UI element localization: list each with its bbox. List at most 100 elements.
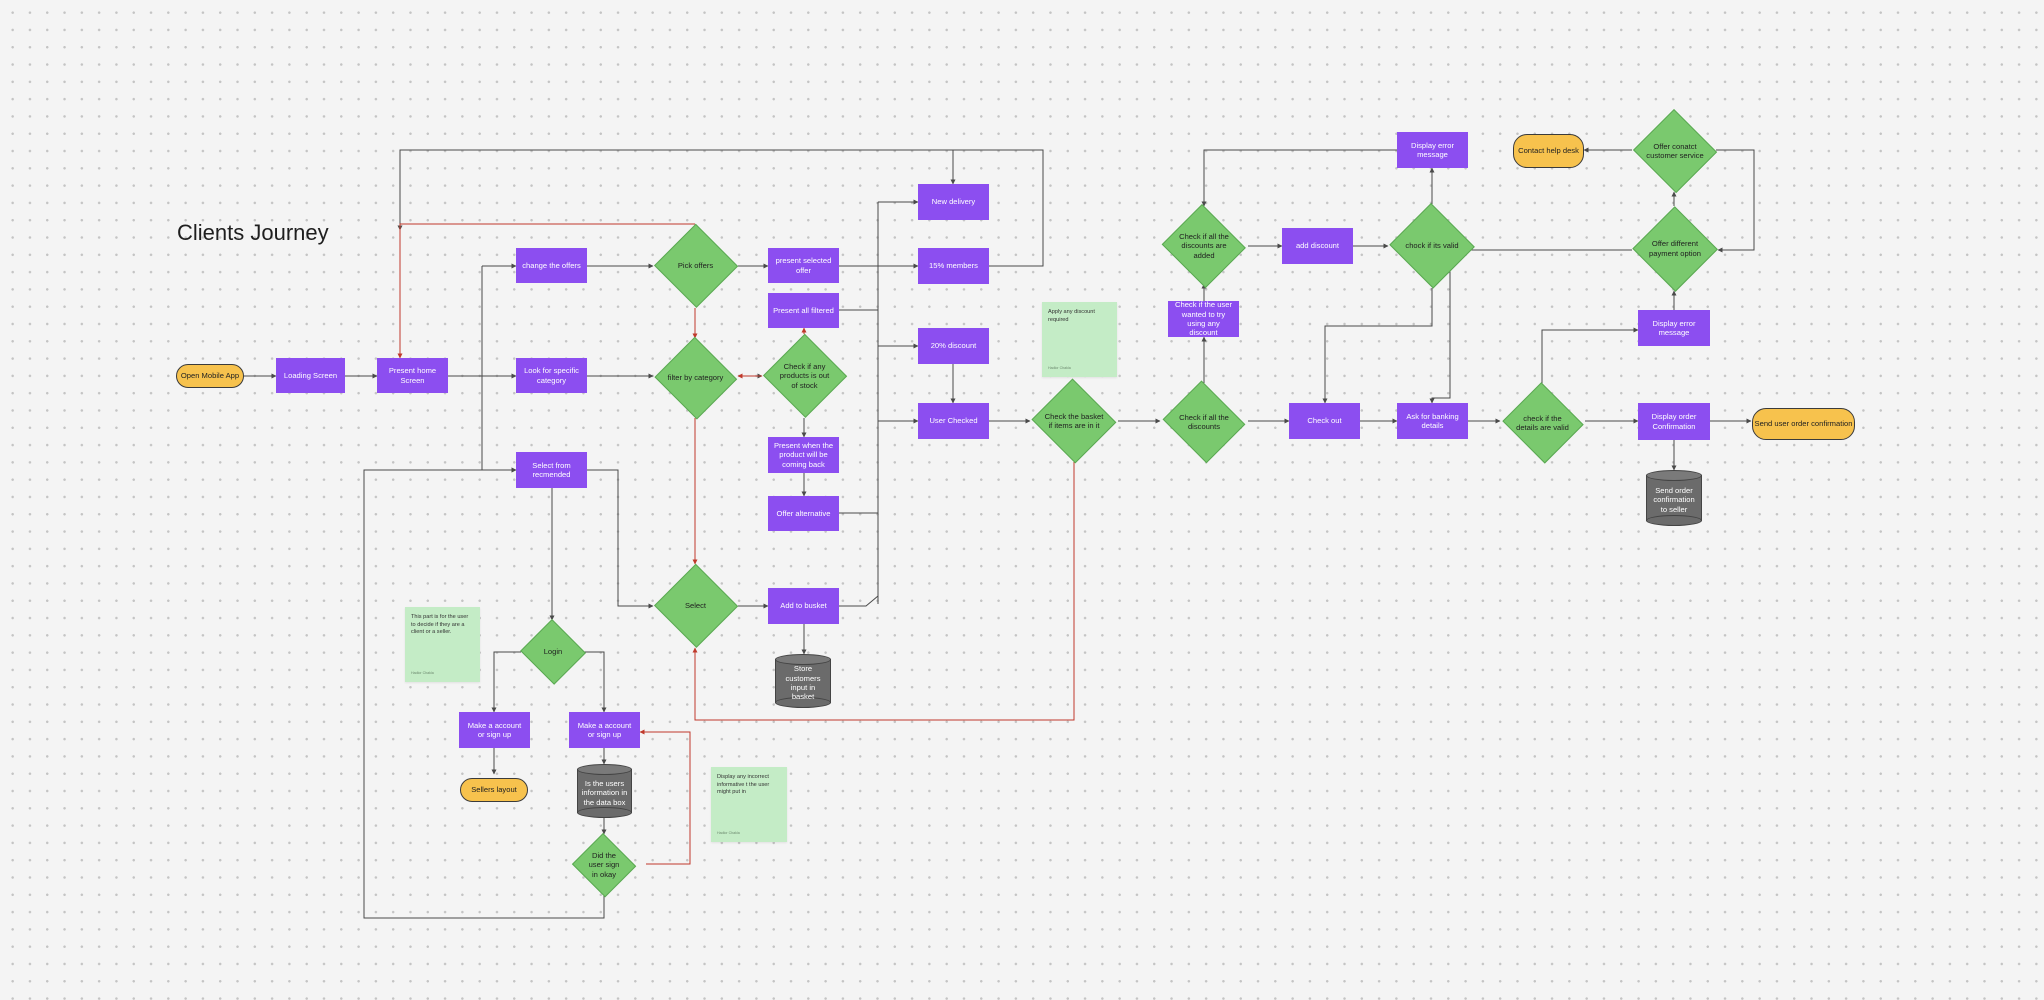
offer-alternative-label: Offer alternative [776,508,831,518]
send-confirmation-database[interactable]: Send order confirmation to seller [1646,470,1702,526]
discount20-node[interactable]: 20% discount [918,328,989,364]
select-recommended-node[interactable]: Select from recmended [516,452,587,488]
add-discount-label: add discount [1295,241,1340,251]
ask-banking-label: Ask for banking details [1406,411,1459,430]
seller-note-text: This part is for the user to decide if t… [411,614,469,636]
sellers-layout-terminal[interactable]: Sellers layout [460,778,528,802]
select-label: Select [684,601,707,611]
pick-offers-label: Pick offers [677,261,714,271]
check-discounts-top-decision[interactable]: Check if all the discounts are added [1160,206,1248,286]
did-sign-in-decision[interactable]: Did the user sign in okay [571,834,637,896]
out-of-stock-decision[interactable]: Check if any products is out of stock [762,334,847,418]
send-user-confirmation-terminal[interactable]: Send user order confirmation [1752,408,1855,440]
coming-back-label: Present when the product will be coming … [773,440,834,469]
incorrect-sticky-note[interactable]: Display any incorrect informative t the … [711,767,787,842]
seller-note-author: Hadlor Chakla [411,671,434,676]
select-decision[interactable]: Select [653,564,738,648]
offer-payment-decision[interactable]: Offer different payment option [1632,206,1718,291]
present-filtered-label: Present all filtered [773,305,834,315]
add-discount-node[interactable]: add discount [1282,228,1353,264]
offer-payment-label: Offer different payment option [1649,239,1701,258]
look-category-label: Look for specific category [524,366,579,385]
offer-cs-decision[interactable]: Offer conatct customer service [1632,110,1718,192]
members15-node[interactable]: 15% members [918,248,989,284]
store-basket-database[interactable]: Store customers input in basket [775,654,831,708]
look-category-node[interactable]: Look for specific category [516,358,587,393]
display-confirmation-node[interactable]: Display order Confirmation [1638,403,1710,440]
check-details-label: check if the details are valid [1516,413,1569,432]
coming-back-node[interactable]: Present when the product will be coming … [768,437,839,473]
contact-help-label: Contact help desk [1518,146,1579,156]
present-selected-label: present selected offer [775,256,832,275]
ask-banking-node[interactable]: Ask for banking details [1397,403,1468,439]
edge-basket-fan [839,595,879,607]
edge-recommended-select [587,469,654,609]
discount20-label: 20% discount [930,341,977,351]
check-out-label: Check out [1307,416,1342,426]
present-selected-node[interactable]: present selected offer [768,248,839,283]
change-offers-label: change the offers [522,260,581,270]
present-filtered-node[interactable]: Present all filtered [768,293,839,328]
display-error-top-node[interactable]: Display error message [1397,132,1468,168]
user-checked-label: User Checked [929,416,978,426]
user-info-label: Is the users information in the data box [581,778,628,807]
login-decision[interactable]: Login [519,620,587,684]
new-delivery-node[interactable]: New delivery [918,184,989,220]
display-error-right-node[interactable]: Display error message [1638,310,1710,346]
contact-help-terminal[interactable]: Contact help desk [1513,134,1584,168]
user-info-database-cap [577,764,632,775]
discount-note-text: Apply any discount required [1048,309,1095,323]
send-confirmation-database-cap [1646,470,1702,481]
diagram-title: Clients Journey [177,220,329,245]
loading-screen-node[interactable]: Loading Screen [276,358,345,393]
edge-details-error [1541,327,1639,384]
check-out-node[interactable]: Check out [1289,403,1360,439]
make-account-right-label: Make a account or sign up [577,720,632,739]
edge-pick-home-return [397,223,695,359]
check-valid-decision[interactable]: chock if its valid [1388,204,1476,288]
store-basket-label: Store customers input in basket [785,664,821,702]
add-basket-label: Add to busket [780,601,827,611]
make-account-right-node[interactable]: Make a account or sign up [569,712,640,748]
filter-category-label: filter by category [667,373,724,383]
discount-sticky-note[interactable]: Apply any discount required Hadlor Chakl… [1042,302,1117,377]
discount-note-author: Hadlor Chakla [1048,366,1071,371]
check-details-decision[interactable]: check if the details are valid [1500,384,1585,462]
edge-signin-loop [363,467,605,919]
send-user-confirmation-label: Send user order confirmation [1754,419,1853,429]
check-basket-label: Check the basket if items are in it [1044,411,1104,430]
make-account-left-label: Make a account or sign up [467,720,522,739]
change-offers-node[interactable]: change the offers [516,248,587,283]
check-discounts-bottom-label: Check if all the discounts [1179,412,1229,431]
loading-screen-label: Loading Screen [283,370,338,380]
members15-label: 15% members [929,261,978,271]
edge-payment-banking [1429,249,1632,404]
incorrect-note-author: Hadlor Chakla [717,831,740,836]
add-basket-node[interactable]: Add to busket [768,588,839,624]
check-user-wanted-label: Check if the user wanted to try using an… [1175,300,1232,338]
check-valid-label: chock if its valid [1405,241,1459,251]
edge-cs-payment-loop [1716,149,1755,253]
seller-sticky-note[interactable]: This part is for the user to decide if t… [405,607,480,682]
user-info-database[interactable]: Is the users information in the data box [577,764,632,818]
pick-offers-decision[interactable]: Pick offers [653,224,738,308]
open-app-terminal[interactable]: Open Mobile App [176,364,244,388]
display-confirmation-label: Display order Confirmation [1651,412,1697,431]
check-user-wanted-node[interactable]: Check if the user wanted to try using an… [1168,300,1239,338]
home-screen-label: Present home Screen [388,366,437,385]
offer-alternative-node[interactable]: Offer alternative [768,496,839,531]
check-basket-decision[interactable]: Check the basket if items are in it [1030,380,1118,462]
edge-basket-select-loop [692,462,1075,721]
incorrect-note-text: Display any incorrect informative t the … [717,774,770,796]
make-account-left-node[interactable]: Make a account or sign up [459,712,530,748]
edge-error-top [1201,149,1397,207]
user-checked-node[interactable]: User Checked [918,403,989,439]
check-discounts-bottom-decision[interactable]: Check if all the discounts [1160,383,1248,461]
filter-category-decision[interactable]: filter by category [653,338,738,418]
store-basket-database-cap [775,654,831,665]
login-label: Login [543,647,563,657]
out-of-stock-label: Check if any products is out of stock [779,361,830,390]
home-screen-node[interactable]: Present home Screen [377,358,448,393]
